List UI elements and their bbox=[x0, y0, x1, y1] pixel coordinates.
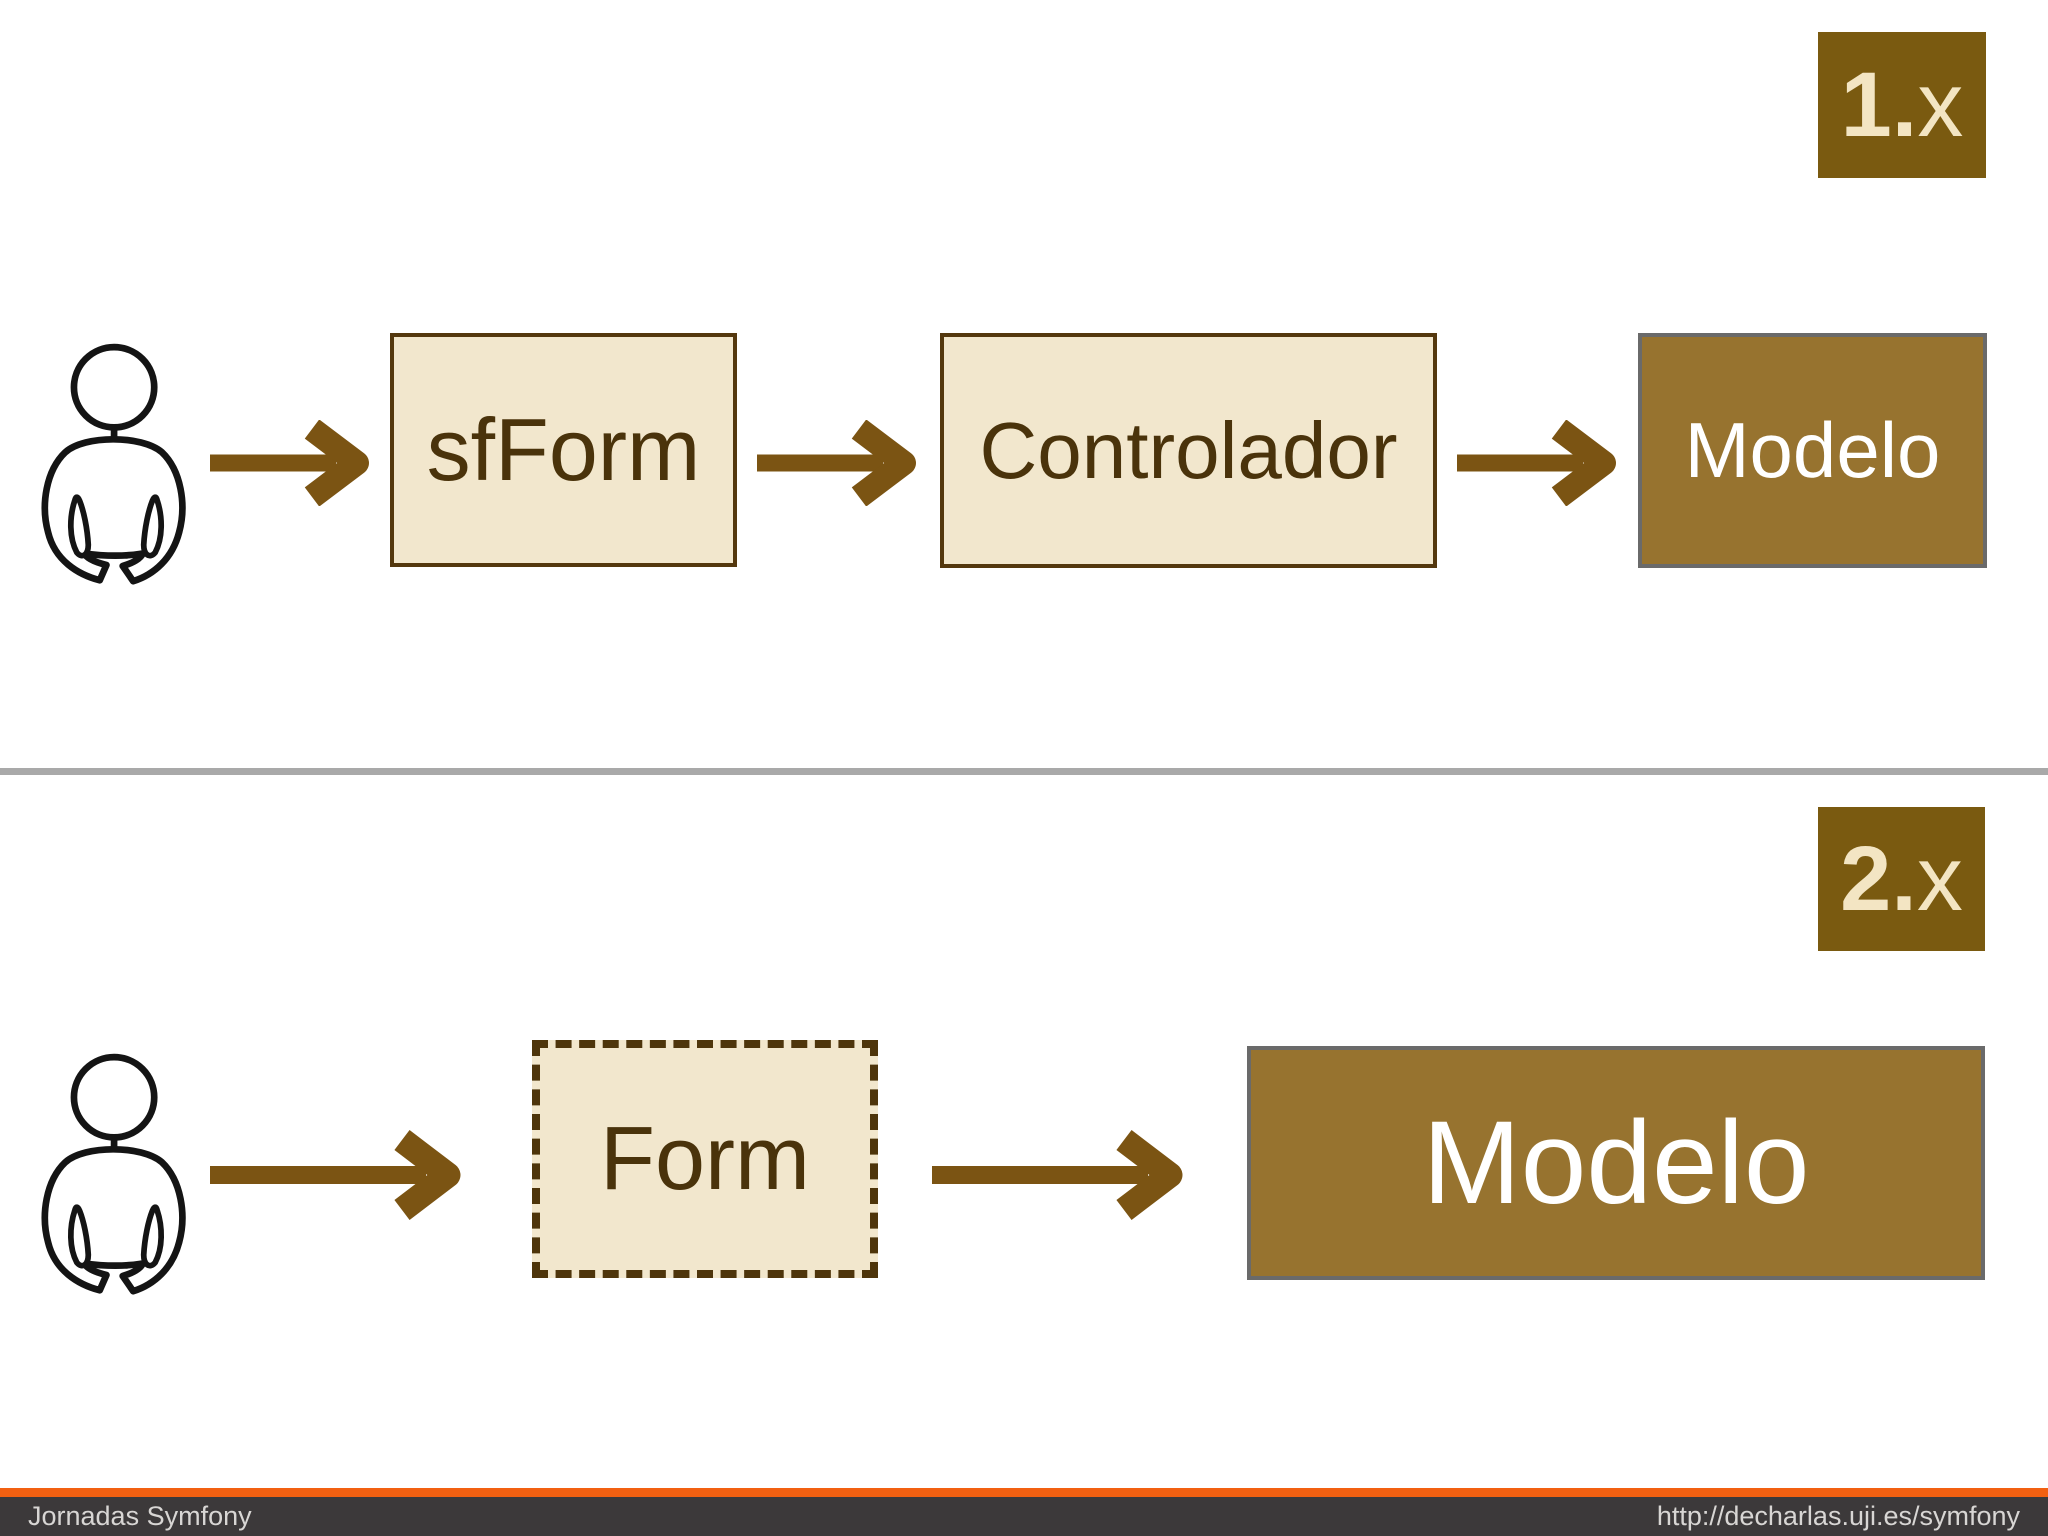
node-label: Modelo bbox=[1422, 1097, 1810, 1229]
node-label: sfForm bbox=[426, 400, 701, 499]
version-badge-number: 2. bbox=[1840, 827, 1917, 930]
footer-bar: Jornadas Symfony http://decharlas.uji.es… bbox=[0, 1497, 2048, 1536]
version-badge-1x: 1.x bbox=[1818, 32, 1986, 178]
flow-arrow-icon bbox=[208, 1130, 468, 1220]
node-label: Controlador bbox=[979, 405, 1398, 495]
node-form: Form bbox=[532, 1040, 878, 1278]
flow-arrow-icon bbox=[755, 420, 923, 506]
node-controlador: Controlador bbox=[940, 333, 1437, 568]
node-label: Form bbox=[600, 1108, 810, 1209]
section-divider bbox=[0, 768, 2048, 775]
footer-accent-line bbox=[0, 1488, 2048, 1497]
node-modelo-1x: Modelo bbox=[1638, 333, 1987, 568]
person-icon bbox=[30, 328, 202, 586]
version-badge-suffix: x bbox=[1917, 53, 1964, 156]
node-modelo-2x: Modelo bbox=[1247, 1046, 1985, 1280]
version-badge-2x: 2.x bbox=[1818, 807, 1985, 951]
flow-arrow-icon bbox=[930, 1130, 1190, 1220]
node-sfform: sfForm bbox=[390, 333, 737, 567]
footer-left-text: Jornadas Symfony bbox=[28, 1501, 252, 1531]
flow-arrow-icon bbox=[1455, 420, 1623, 506]
person-icon bbox=[30, 1038, 202, 1296]
version-badge-suffix: x bbox=[1916, 827, 1963, 930]
flow-arrow-icon bbox=[208, 420, 376, 506]
version-badge-number: 1. bbox=[1840, 53, 1918, 156]
footer-url: http://decharlas.uji.es/symfony bbox=[1656, 1501, 2020, 1531]
node-label: Modelo bbox=[1684, 406, 1941, 494]
